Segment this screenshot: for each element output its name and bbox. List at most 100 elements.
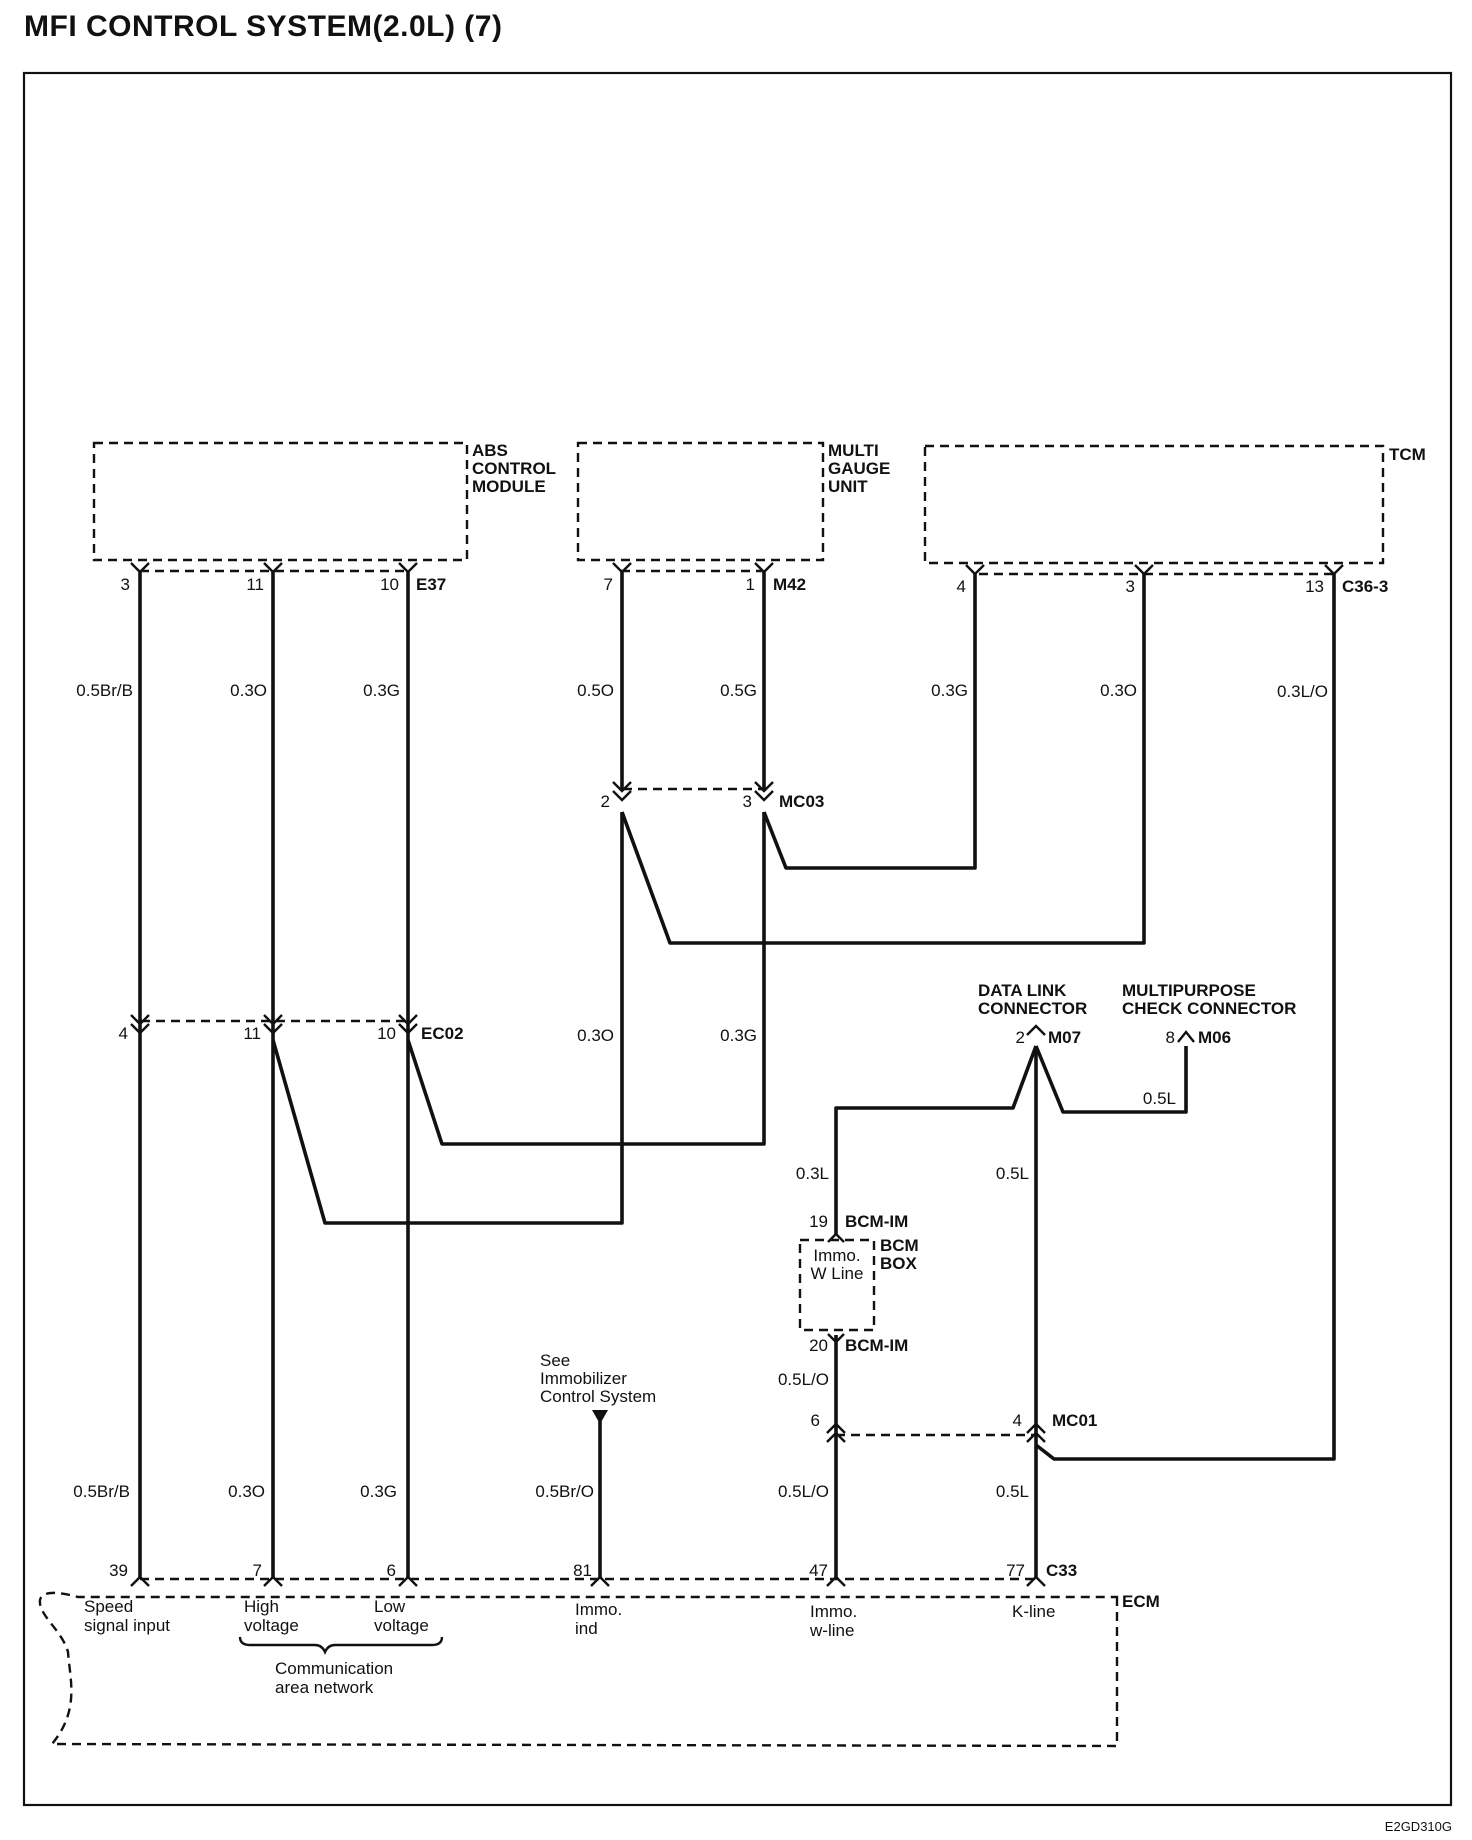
immo-ref-label-3: Control System: [540, 1387, 656, 1406]
immo-ref-label-1: See: [540, 1351, 570, 1370]
chevron-m42-7: [612, 562, 632, 574]
diagram-title: MFI CONTROL SYSTEM(2.0L) (7): [24, 10, 503, 43]
wire-label-top-1: 0.5Br/B: [76, 681, 133, 700]
bcm-box-label-2: BOX: [880, 1254, 918, 1273]
multi-gauge-label-3: UNIT: [828, 477, 868, 496]
chevron-m07: [1026, 1024, 1046, 1036]
chevron-ec02-11: [263, 1014, 283, 1035]
chevron-mc01-4: [1026, 1422, 1046, 1443]
can-brace: [238, 1636, 444, 1656]
pin-ecm-77: 77: [1006, 1561, 1025, 1580]
multi-gauge-unit-box: [576, 441, 825, 562]
connector-e37: E37: [416, 575, 446, 594]
chevron-e37-11: [263, 562, 283, 574]
connector-m42: M42: [773, 575, 806, 594]
wire-label-m06: 0.5L: [1143, 1089, 1176, 1108]
wire-label-bottom-2: 0.3O: [228, 1482, 265, 1501]
bcm-inner-label-1: Immo.: [813, 1246, 860, 1265]
ecm-box: [38, 1591, 1119, 1748]
chevron-ecm-39: [130, 1575, 150, 1587]
abs-label-3: MODULE: [472, 477, 546, 496]
multipurpose-label-1: MULTIPURPOSE: [1122, 981, 1256, 1000]
data-link-label-1: DATA LINK: [978, 981, 1067, 1000]
pin-ecm-6: 6: [387, 1561, 396, 1580]
wire-tcm-13: [1034, 574, 1336, 1461]
chevron-ec02-10: [398, 1014, 418, 1035]
wire-label-dlc-down: 0.5L: [996, 1164, 1029, 1183]
pin-ecm-7: 7: [253, 1561, 262, 1580]
connector-c33: C33: [1046, 1561, 1077, 1580]
wire-label-top-2: 0.3O: [230, 681, 267, 700]
wire-dlc-to-bcm: [834, 1045, 1038, 1234]
connector-symbols: [130, 562, 1344, 1587]
connector-m06: M06: [1198, 1028, 1231, 1047]
wire-label-top-7: 0.3O: [1100, 681, 1137, 700]
ecm-high-label-1: High: [244, 1597, 279, 1616]
chevron-e37-10: [398, 562, 418, 574]
pin-bcm-20: 20: [809, 1336, 828, 1355]
bcm-box: [798, 1238, 876, 1332]
multipurpose-label-2: CHECK CONNECTOR: [1122, 999, 1296, 1018]
wire-label-mid-2: 0.3G: [720, 1026, 757, 1045]
pin-c36-13: 13: [1305, 577, 1324, 596]
pin-bcm-19: 19: [809, 1212, 828, 1231]
wire-label-bcm-in: 0.3L: [796, 1164, 829, 1183]
pin-c36-4: 4: [957, 577, 966, 596]
connector-bcm-im-bottom: BCM-IM: [845, 1336, 908, 1355]
pin-ec02-4: 4: [119, 1024, 128, 1043]
ecm-immo-ind-label-2: ind: [575, 1619, 598, 1638]
ecm-low-label-1: Low: [374, 1597, 406, 1616]
ecm-label: ECM: [1122, 1592, 1160, 1611]
wire-label-top-3: 0.3G: [363, 681, 400, 700]
chevron-ec02-4: [130, 1014, 150, 1035]
wire-label-bottom-1: 0.5Br/B: [73, 1482, 130, 1501]
pin-ecm-81: 81: [573, 1561, 592, 1580]
abs-label-1: ABS: [472, 441, 508, 460]
connector-bcm-im-top: BCM-IM: [845, 1212, 908, 1231]
pin-mc03-2: 2: [601, 792, 610, 811]
pin-c36-3: 3: [1126, 577, 1135, 596]
tcm-label: TCM: [1389, 445, 1426, 464]
pin-ecm-47: 47: [809, 1561, 828, 1580]
ecm-low-label-2: voltage: [374, 1616, 429, 1635]
chevron-ecm-6: [398, 1575, 418, 1587]
wire-mc03-3-to-ec02-10: [406, 812, 766, 1146]
pin-m42-1: 1: [746, 575, 755, 594]
chevron-m42-1: [754, 562, 774, 574]
pin-e37-11: 11: [246, 575, 264, 594]
footer-code: E2GD310G: [1385, 1819, 1452, 1834]
ecm-high-label-2: voltage: [244, 1616, 299, 1635]
wire-label-top-6: 0.3G: [931, 681, 968, 700]
pin-e37-10: 10: [380, 575, 399, 594]
pin-ec02-10: 10: [377, 1024, 396, 1043]
wire-label-mid-1: 0.3O: [577, 1026, 614, 1045]
chevron-c36-3: [1134, 564, 1154, 576]
bcm-box-label-1: BCM: [880, 1236, 919, 1255]
ecm-immo-w-label-1: Immo.: [810, 1602, 857, 1621]
ecm-kline-label: K-line: [1012, 1602, 1055, 1621]
wire-label-bcm-out: 0.5L/O: [778, 1370, 829, 1389]
chevron-c36-13: [1324, 564, 1344, 576]
pin-mc01-6: 6: [811, 1411, 820, 1430]
ecm-immo-ind-label-1: Immo.: [575, 1600, 622, 1619]
connector-ec02: EC02: [421, 1024, 464, 1043]
pin-ecm-39: 39: [109, 1561, 128, 1580]
chevron-mc03-2: [612, 781, 632, 802]
wires: [138, 572, 1336, 1578]
ecm-speed-label-2: signal input: [84, 1616, 170, 1635]
wire-mc03-2-to-ec02-11: [271, 812, 624, 1225]
connector-mc03: MC03: [779, 792, 824, 811]
immobilizer-arrow-icon: [592, 1410, 608, 1424]
wire-label-bottom-6: 0.5L: [996, 1482, 1029, 1501]
multi-gauge-label-1: MULTI: [828, 441, 879, 460]
connector-c36-3: C36-3: [1342, 577, 1388, 596]
tcm-box: [923, 444, 1385, 565]
data-link-label-2: CONNECTOR: [978, 999, 1087, 1018]
chevron-mc03-3: [754, 781, 774, 802]
wire-label-top-5: 0.5G: [720, 681, 757, 700]
chevron-c36-4: [965, 564, 985, 576]
wire-m06: [1034, 1045, 1188, 1114]
pin-ec02-11: 11: [243, 1024, 261, 1043]
pin-e37-3: 3: [121, 575, 130, 594]
wire-tcm-4: [762, 574, 977, 870]
